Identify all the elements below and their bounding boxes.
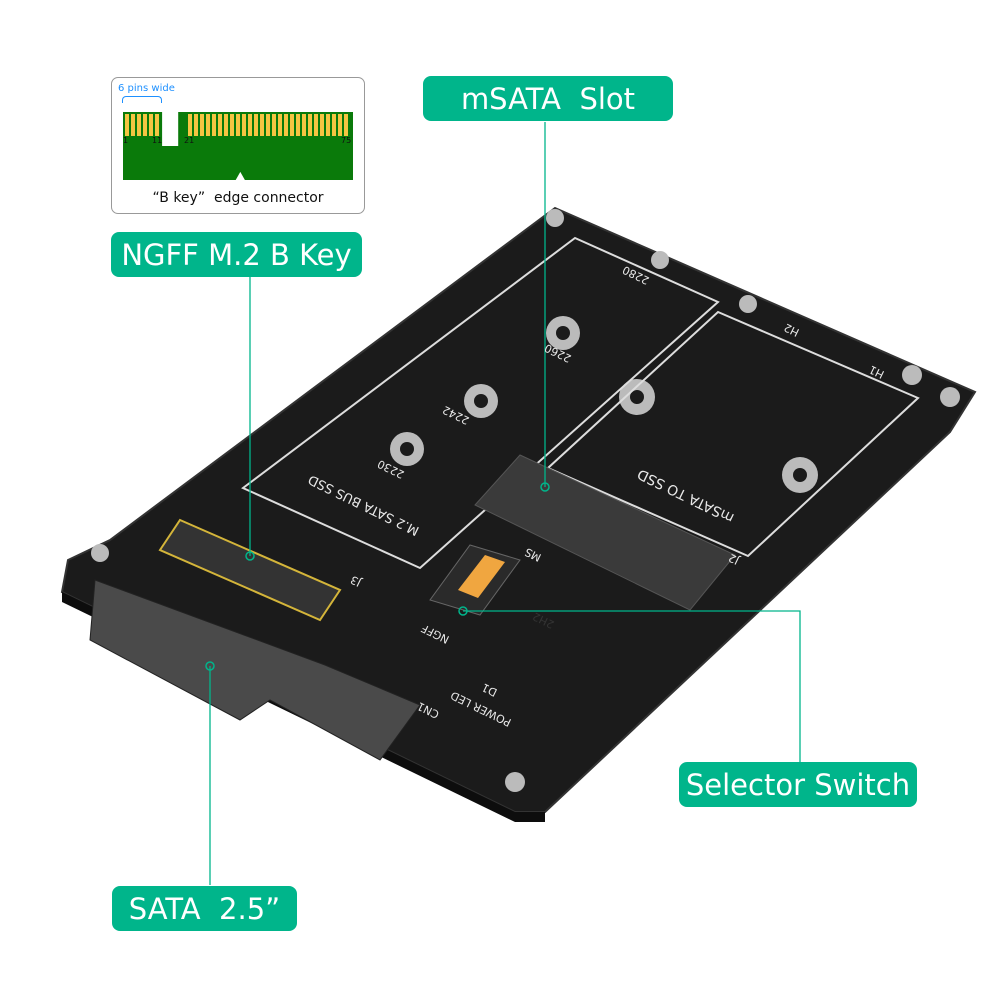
pin-21-label: 21: [184, 136, 195, 145]
sata-label: SATA 2.5”: [112, 886, 297, 931]
b-key-inset: 6 pins wide 1 11 21 75 “B key” edge conn…: [111, 77, 365, 214]
silk-j3: J3: [348, 573, 364, 590]
m2-area-outline: [241, 236, 720, 570]
silk-h2: H2: [782, 321, 801, 339]
pin-11-label: 11: [152, 136, 163, 145]
ngff-connector: [158, 518, 342, 622]
callout-lines: [209, 122, 801, 885]
inset-caption: “B key” edge connector: [152, 190, 324, 206]
ngff-key-label: NGFF M.2 B Key: [111, 232, 362, 277]
pin-75-label: 75: [341, 136, 352, 145]
pins-wide-annotation: 6 pins wide: [118, 83, 175, 94]
msata-slot-label: mSATA Slot: [423, 76, 673, 121]
silk-d1: D1: [480, 681, 500, 699]
msata-area-outline: [546, 310, 920, 558]
selector-switch-label: Selector Switch: [679, 762, 917, 807]
silk-ms: MS: [523, 545, 544, 564]
msata-connector: [474, 454, 736, 611]
sata-connector: [89, 579, 421, 761]
pin-1-label: 1: [123, 136, 129, 145]
silk-h1: H1: [867, 363, 886, 381]
silk-j2: J2: [726, 551, 742, 568]
